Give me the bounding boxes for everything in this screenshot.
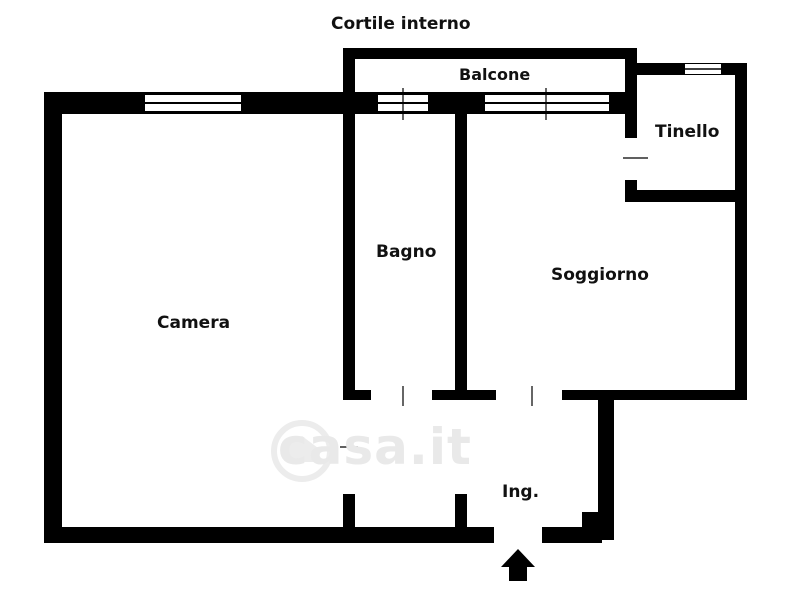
label-bathroom: Bagno <box>376 242 437 262</box>
house-logo-icon <box>271 420 333 482</box>
wall-tinello-south <box>625 190 747 202</box>
wall-south-left <box>44 527 494 543</box>
wall-bagno-south-b <box>432 390 496 400</box>
wall-balcony-north <box>343 48 637 59</box>
wall-entrance-step <box>582 512 614 540</box>
wall-stub-right <box>455 494 467 530</box>
watermark-text: casa.it <box>278 418 472 476</box>
walls <box>44 48 747 543</box>
entrance-arrow-icon <box>501 549 535 581</box>
label-entrance: Ing. <box>502 482 540 502</box>
door-marks <box>340 157 648 448</box>
label-courtyard: Cortile interno <box>331 14 471 34</box>
wall-bagno-east <box>455 108 467 398</box>
wall-tinello-east <box>735 63 747 400</box>
wall-stub-left <box>343 494 355 530</box>
label-bedroom: Camera <box>157 313 231 333</box>
wall-bagno-west <box>343 108 355 398</box>
wall-soggiorno-south <box>562 390 747 400</box>
label-balcony: Balcone <box>459 65 531 84</box>
wall-entrance-east <box>598 393 614 527</box>
wall-bagno-south-a <box>343 390 371 400</box>
label-dining: Tinello <box>655 122 720 142</box>
label-living: Soggiorno <box>551 265 649 285</box>
wall-tinello-west-top <box>625 63 637 138</box>
windows <box>145 64 721 120</box>
wall-west <box>44 92 62 537</box>
